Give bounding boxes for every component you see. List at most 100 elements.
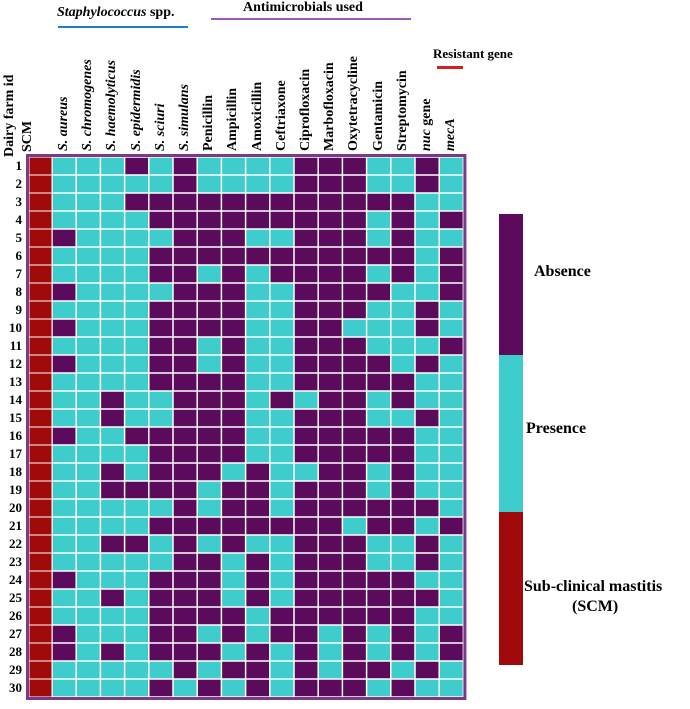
presence-cell: [415, 373, 439, 391]
row-label: 7: [15, 266, 23, 281]
absence-cell: [343, 535, 366, 553]
absence-cell: [367, 283, 391, 301]
absence-cell: [367, 355, 391, 373]
presence-cell: [415, 337, 439, 355]
absence-cell: [415, 319, 439, 337]
scm-cell: [29, 517, 52, 535]
presence-cell: [270, 337, 294, 355]
absence-cell: [318, 175, 342, 193]
scm-cell: [29, 373, 52, 391]
absence-cell: [294, 661, 318, 679]
absence-cell: [173, 193, 197, 211]
absence-cell: [391, 445, 415, 463]
absence-cell: [439, 517, 463, 535]
presence-cell: [76, 589, 100, 607]
presence-cell: [125, 391, 149, 409]
absence-cell: [173, 247, 197, 265]
presence-cell: [415, 193, 439, 211]
absence-cell: [125, 157, 149, 175]
absence-cell: [343, 301, 366, 319]
presence-cell: [415, 211, 439, 229]
presence-cell: [197, 265, 221, 283]
absence-cell: [367, 193, 391, 211]
presence-cell: [222, 553, 245, 571]
presence-cell: [343, 517, 366, 535]
presence-cell: [246, 175, 270, 193]
row-label: 29: [9, 662, 22, 677]
absence-cell: [125, 481, 149, 499]
presence-cell: [76, 319, 100, 337]
presence-cell: [270, 175, 294, 193]
absence-cell: [173, 175, 197, 193]
presence-cell: [125, 589, 149, 607]
absence-cell: [173, 463, 197, 481]
scm-cell: [29, 463, 52, 481]
absence-cell: [246, 661, 270, 679]
absence-cell: [222, 445, 245, 463]
presence-cell: [52, 589, 76, 607]
absence-cell: [173, 499, 197, 517]
scm-cell: [29, 481, 52, 499]
presence-cell: [391, 319, 415, 337]
absence-cell: [318, 193, 342, 211]
absence-cell: [52, 283, 76, 301]
absence-cell: [343, 247, 366, 265]
absence-cell: [318, 247, 342, 265]
presence-cell: [439, 535, 463, 553]
presence-cell: [76, 499, 100, 517]
absence-cell: [294, 481, 318, 499]
legend-absence-label: Absence: [534, 263, 591, 280]
absence-cell: [222, 499, 245, 517]
presence-cell: [125, 463, 149, 481]
absence-cell: [318, 679, 342, 697]
presence-cell: [270, 445, 294, 463]
presence-cell: [246, 283, 270, 301]
presence-cell: [343, 319, 366, 337]
presence-cell: [270, 319, 294, 337]
absence-cell: [149, 193, 173, 211]
absence-cell: [222, 409, 245, 427]
absence-cell: [222, 247, 245, 265]
presence-cell: [246, 625, 270, 643]
absence-cell: [222, 625, 245, 643]
legend-scm-swatch: [499, 512, 523, 665]
absence-cell: [318, 535, 342, 553]
presence-cell: [101, 157, 124, 175]
presence-cell: [439, 445, 463, 463]
absence-cell: [52, 571, 76, 589]
presence-cell: [125, 319, 149, 337]
presence-cell: [101, 301, 124, 319]
presence-cell: [76, 355, 100, 373]
absence-cell: [318, 427, 342, 445]
legend-scm-label-line1: Sub-clinical mastitis: [524, 578, 663, 595]
legend-presence-label: Presence: [526, 420, 587, 437]
absence-cell: [391, 391, 415, 409]
presence-cell: [270, 229, 294, 247]
absence-cell: [294, 229, 318, 247]
absence-cell: [391, 679, 415, 697]
presence-cell: [125, 337, 149, 355]
row-label: 28: [9, 644, 22, 659]
absence-cell: [149, 679, 173, 697]
absence-cell: [343, 391, 366, 409]
presence-cell: [52, 211, 76, 229]
absence-cell: [343, 481, 366, 499]
absence-cell: [367, 373, 391, 391]
presence-cell: [367, 337, 391, 355]
presence-cell: [76, 409, 100, 427]
absence-cell: [294, 427, 318, 445]
row-label: 15: [9, 410, 22, 425]
absence-cell: [173, 157, 197, 175]
absence-cell: [197, 247, 221, 265]
absence-cell: [246, 499, 270, 517]
absence-cell: [222, 391, 245, 409]
absence-cell: [197, 643, 221, 661]
absence-cell: [343, 643, 366, 661]
absence-cell: [173, 571, 197, 589]
absence-cell: [197, 445, 221, 463]
presence-cell: [197, 175, 221, 193]
presence-cell: [367, 409, 391, 427]
absence-cell: [318, 319, 342, 337]
presence-cell: [391, 409, 415, 427]
absence-cell: [318, 355, 342, 373]
